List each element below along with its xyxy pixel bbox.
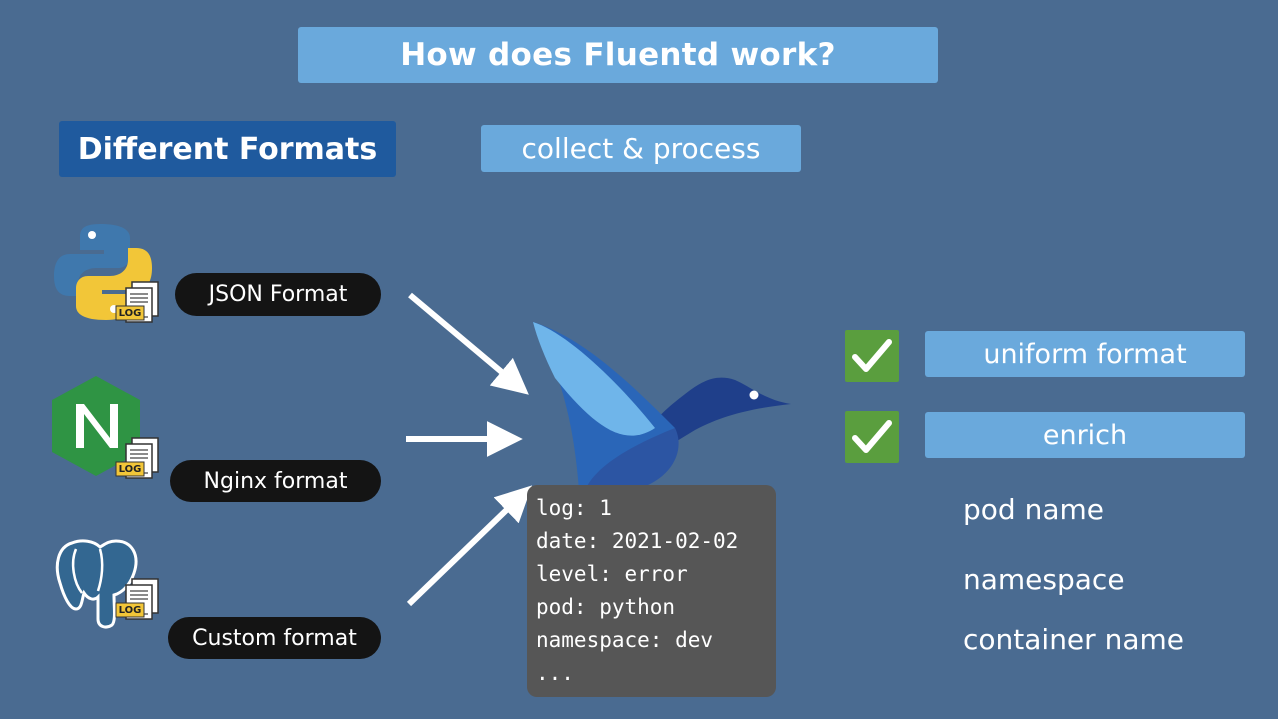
enrich-field-namespace: namespace [963, 563, 1125, 596]
log-line: level: error [536, 562, 688, 586]
enrich-label: enrich [925, 412, 1245, 458]
postgresql-log-icon: LOG [52, 535, 162, 635]
enrich-field-pod-name: pod name [963, 493, 1104, 526]
log-badge: LOG [118, 464, 142, 475]
different-formats-heading: Different Formats [59, 121, 396, 177]
log-line: ... [536, 661, 574, 685]
log-line: date: 2021-02-02 [536, 529, 739, 553]
fluentd-bird-icon [525, 318, 795, 493]
log-badge: LOG [118, 308, 142, 319]
collect-process-label: collect & process [481, 125, 801, 172]
custom-format-label: Custom format [168, 617, 381, 659]
json-format-label: JSON Format [175, 273, 381, 316]
log-line: log: 1 [536, 496, 612, 520]
log-badge: LOG [118, 605, 142, 616]
log-record-card: log: 1 date: 2021-02-02 level: error pod… [527, 485, 776, 697]
nginx-log-icon: LOG [48, 374, 162, 488]
log-line: namespace: dev [536, 628, 714, 652]
page-title: How does Fluentd work? [298, 27, 938, 83]
arrow-custom [406, 485, 533, 607]
python-log-icon: LOG [52, 222, 162, 332]
nginx-format-label: Nginx format [170, 460, 381, 502]
enrich-field-container-name: container name [963, 623, 1184, 656]
checkmark-icon [845, 411, 899, 463]
uniform-format-label: uniform format [925, 331, 1245, 377]
checkmark-icon [845, 330, 899, 382]
log-line: pod: python [536, 595, 676, 619]
arrow-json [408, 292, 529, 395]
